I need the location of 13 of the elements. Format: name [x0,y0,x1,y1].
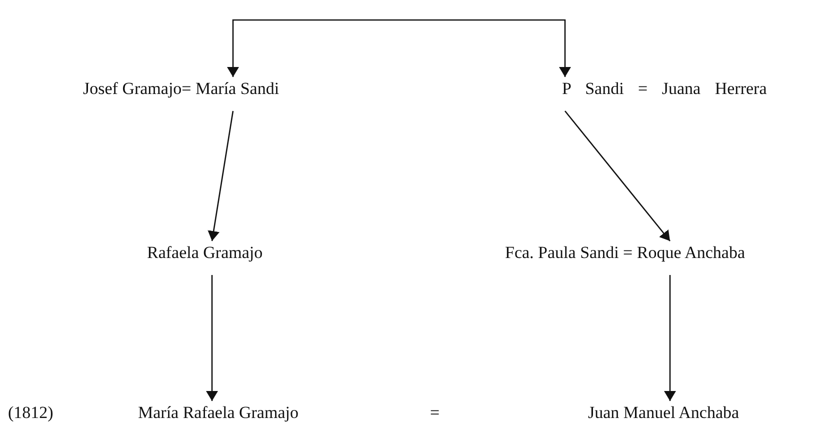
arrow [227,19,571,77]
person-name: Josef Gramajo= María Sandi [83,79,280,99]
person-name: Juan Manuel Anchaba [588,403,740,423]
arrow [206,275,218,401]
arrow [208,110,234,242]
marriage-sign: = [430,403,440,423]
person-name: P Sandi = Juana Herrera [562,79,767,99]
person-name: María Rafaela Gramajo [138,403,298,423]
person-name: Rafaela Gramajo [147,243,263,263]
person-name: Fca. Paula Sandi = Roque Anchaba [505,243,745,263]
year-label: (1812) [8,403,54,423]
arrow [664,275,676,401]
arrow [564,110,670,242]
